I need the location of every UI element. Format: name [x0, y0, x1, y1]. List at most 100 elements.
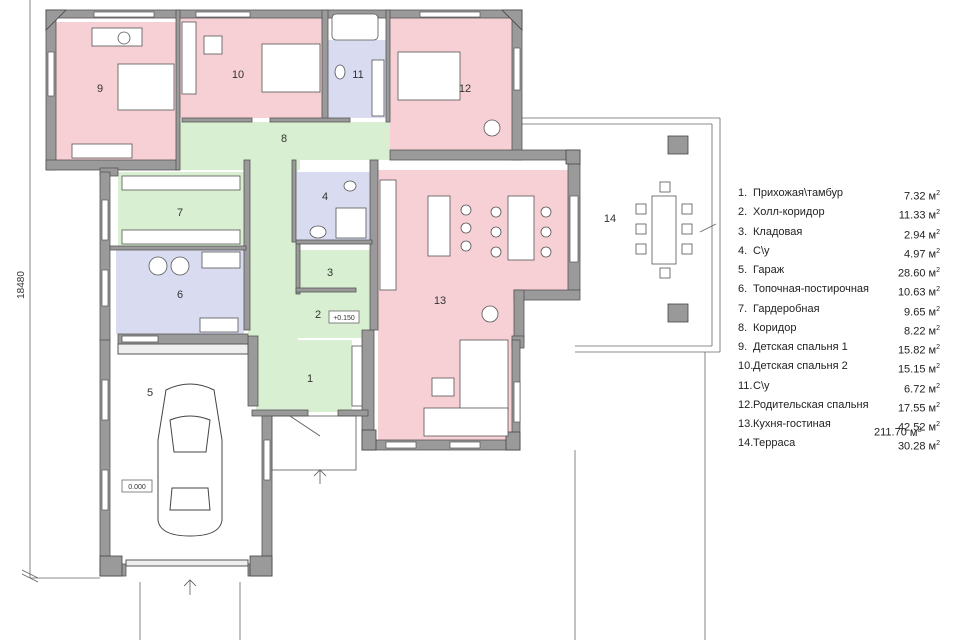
legend-area: 9.65 м2: [904, 305, 940, 319]
storage-icon: [201, 251, 241, 269]
wardrobe-icon: [71, 143, 133, 159]
room-number-14: 14: [604, 213, 616, 225]
legend-area: 11.33 м2: [898, 209, 940, 222]
room-number-7: 7: [177, 207, 183, 219]
legend-number: 7.: [738, 302, 748, 315]
boiler-icon: [148, 256, 168, 276]
legend-area: 15.82 м2: [897, 344, 940, 357]
legend-area: 28.60 м2: [897, 267, 940, 280]
legend-area: 17.55 м2: [897, 401, 940, 415]
legend-number: 13.: [738, 418, 754, 430]
room-area-legend: 1. Прихожая\тамбур 7.32 м2 2. Холл-коридор 11…: [738, 186, 940, 456]
shelf-icon: [121, 229, 241, 245]
windows: [47, 11, 579, 511]
total-area-unit: м2: [909, 426, 922, 439]
toilet-icon: [343, 180, 357, 192]
room-number-4: 4: [322, 191, 328, 203]
legend-number: 3.: [738, 225, 748, 238]
legend-area: 8.22 м2: [904, 324, 940, 338]
sofa-icon: [459, 339, 509, 411]
legend-number: 5.: [738, 264, 748, 276]
level-label-garage: 0.000: [128, 484, 146, 491]
room-number-10: 10: [232, 69, 244, 81]
legend-row: 14.Терраса 30.28 м2: [738, 436, 940, 455]
legend-room-name: Холл-коридор: [753, 206, 825, 219]
dining-table-icon: [507, 195, 535, 261]
legend-room-name: Гараж: [753, 264, 785, 276]
wardrobe-icon: [181, 21, 197, 95]
bed-icon: [397, 51, 461, 101]
room-number-13: 13: [434, 295, 446, 307]
legend-number: 2.: [738, 206, 748, 219]
legend-row: 13.Кухня-гостиная 42.52 м2: [738, 417, 940, 436]
legend-room-name: Кухня-гостиная: [753, 418, 831, 430]
overall-dimension: 18480: [16, 271, 27, 299]
legend-row: 8. Коридор 8.22 м2: [738, 321, 940, 340]
room-number-11: 11: [352, 69, 363, 81]
legend-room-name: Терраса: [753, 437, 796, 450]
legend-number: 8.: [738, 321, 748, 334]
legend-area: 42.52 м2: [897, 421, 940, 434]
kitchen-counter-icon: [379, 179, 397, 291]
furniture: [71, 13, 693, 437]
room-number-9: 9: [97, 83, 103, 95]
coffee-table-icon: [431, 377, 455, 397]
total-area-value: 211.70: [874, 426, 907, 439]
legend-room-name: Прихожая\тамбур: [753, 187, 844, 199]
legend-row: 5. Гараж 28.60 м2: [738, 263, 940, 282]
legend-area: 10.63 м2: [897, 286, 940, 299]
bed-icon: [261, 43, 321, 93]
bed-icon: [117, 63, 175, 111]
corner-pillars: [45, 9, 581, 577]
legend-row: 9. Детская спальня 1 15.82 м2: [738, 340, 940, 359]
desk-icon: [91, 27, 143, 47]
boiler-icon: [170, 256, 190, 276]
sofa-icon: [423, 407, 509, 437]
room-number-2: 2: [315, 309, 321, 321]
legend-row: 4. С\у 4.97 м2: [738, 244, 940, 263]
legend-room-name: С\у: [753, 244, 770, 257]
washer-icon: [199, 317, 239, 333]
legend-number: 12.: [738, 398, 754, 411]
room-number-5: 5: [147, 387, 153, 399]
legend-number: 14.: [738, 437, 754, 450]
legend-number: 10.: [738, 360, 754, 373]
legend-row: 1. Прихожая\тамбур 7.32 м2: [738, 186, 940, 205]
legend-area: 7.32 м2: [904, 190, 940, 203]
wardrobe-icon: [351, 345, 363, 407]
kitchen-island-icon: [427, 195, 451, 257]
legend-area: 15.15 м2: [897, 363, 940, 376]
garage-door: [117, 343, 249, 567]
legend-room-name: С\у: [753, 379, 770, 392]
legend-number: 1.: [738, 187, 748, 199]
terrace-pillars: [667, 135, 689, 323]
room-number-12: 12: [459, 83, 471, 95]
guide-lines: [21, 0, 721, 640]
shower-icon: [335, 207, 367, 239]
legend-row: 10.Детская спальня 2 15.15 м2: [738, 359, 940, 378]
sink-icon: [309, 225, 327, 239]
shower-icon: [371, 59, 385, 117]
legend-area: 2.94 м2: [904, 228, 940, 242]
legend-room-name: Коридор: [753, 321, 797, 334]
legend-number: 6.: [738, 283, 748, 296]
legend-number: 4.: [738, 244, 748, 257]
legend-room-name: Детская спальня 2: [753, 360, 848, 373]
room-number-8: 8: [281, 133, 287, 145]
legend-area: 30.28 м2: [897, 440, 940, 453]
entrance-porch: [183, 415, 357, 595]
legend-number: 9.: [738, 341, 748, 353]
room-3-fill: [305, 258, 353, 288]
legend-row: 6. Топочная-постирочная 10.63 м2: [738, 282, 940, 301]
legend-room-name: Топочная-постирочная: [753, 283, 869, 296]
legend-area: 4.97 м2: [904, 247, 940, 261]
room-number-1: 1: [307, 373, 313, 385]
room-labels: 9 10 11 12 8 7 4 3 6 2 1 5 13 14 +0.150 …: [16, 69, 616, 493]
toilet-icon: [334, 64, 346, 80]
legend-room-name: Детская спальня 1: [753, 341, 848, 353]
